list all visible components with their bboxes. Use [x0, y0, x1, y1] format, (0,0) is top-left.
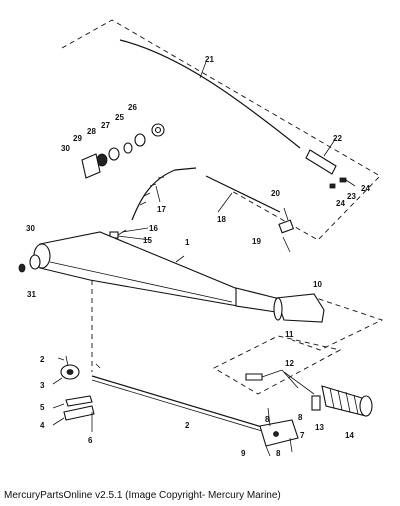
callout-26: 26 [128, 103, 137, 112]
callout-13: 13 [315, 423, 324, 432]
tiller-handle [33, 231, 277, 313]
callout-8c: 8 [265, 415, 270, 424]
upper-group-outline [61, 19, 381, 241]
bracket-assembly [60, 355, 95, 432]
callout-16: 16 [149, 224, 158, 233]
callout-28: 28 [87, 127, 96, 136]
lower-group-outline [213, 335, 342, 395]
linkage-screws [245, 369, 321, 411]
throttle-cable [119, 39, 301, 149]
cable-end-sleeve [305, 149, 337, 175]
callout-29: 29 [73, 134, 82, 143]
callout-25: 25 [115, 113, 124, 122]
callout-1: 1 [185, 238, 190, 247]
callout-4: 4 [40, 421, 45, 430]
callout-17: 17 [157, 205, 166, 214]
long-rod [91, 375, 273, 431]
washer-stack [81, 123, 165, 179]
long-rod-edge [91, 379, 273, 435]
callout-22: 22 [333, 134, 342, 143]
callout-21: 21 [205, 55, 214, 64]
callout-30-lower: 30 [26, 224, 35, 233]
callout-11: 11 [285, 330, 294, 339]
callout-18: 18 [217, 215, 226, 224]
callout-12: 12 [285, 359, 294, 368]
shift-rod [205, 175, 281, 213]
callout-15: 15 [143, 236, 152, 245]
callout-2-rod: 2 [185, 421, 190, 430]
clamp-block [259, 407, 299, 457]
ribbed-grip [321, 385, 373, 417]
callout-14: 14 [345, 431, 354, 440]
grip-group-outline [291, 295, 384, 351]
callout-24a: 24 [361, 184, 370, 193]
callout-2-bracket: 2 [40, 355, 45, 364]
callout-8b: 8 [276, 449, 281, 458]
callout-27: 27 [101, 121, 110, 130]
callout-8a: 8 [298, 413, 303, 422]
callout-19: 19 [252, 237, 261, 246]
callout-7: 7 [300, 431, 305, 440]
callout-23: 23 [347, 192, 356, 201]
callout-9: 9 [241, 449, 246, 458]
callout-6: 6 [88, 436, 93, 445]
cable-pins [329, 177, 356, 189]
callout-24b: 24 [336, 199, 345, 208]
leader-lines [52, 61, 337, 426]
flex-cable [131, 167, 197, 221]
parts-diagram: 1 2 2 3 4 5 6 7 8 8 8 9 10 11 12 13 14 1… [18, 19, 384, 458]
callout-3: 3 [40, 381, 45, 390]
callout-10: 10 [313, 280, 322, 289]
callout-31: 31 [27, 290, 36, 299]
callout-20: 20 [271, 189, 280, 198]
rod-end [278, 207, 295, 234]
callout-30-upper: 30 [61, 144, 70, 153]
callout-5: 5 [40, 403, 45, 412]
image-caption: MercuryPartsOnline v2.5.1 (Image Copyrig… [4, 490, 281, 501]
grip-sleeve [273, 293, 325, 323]
flex-cable-ribs [139, 176, 165, 206]
pivot-bolt [18, 254, 41, 273]
